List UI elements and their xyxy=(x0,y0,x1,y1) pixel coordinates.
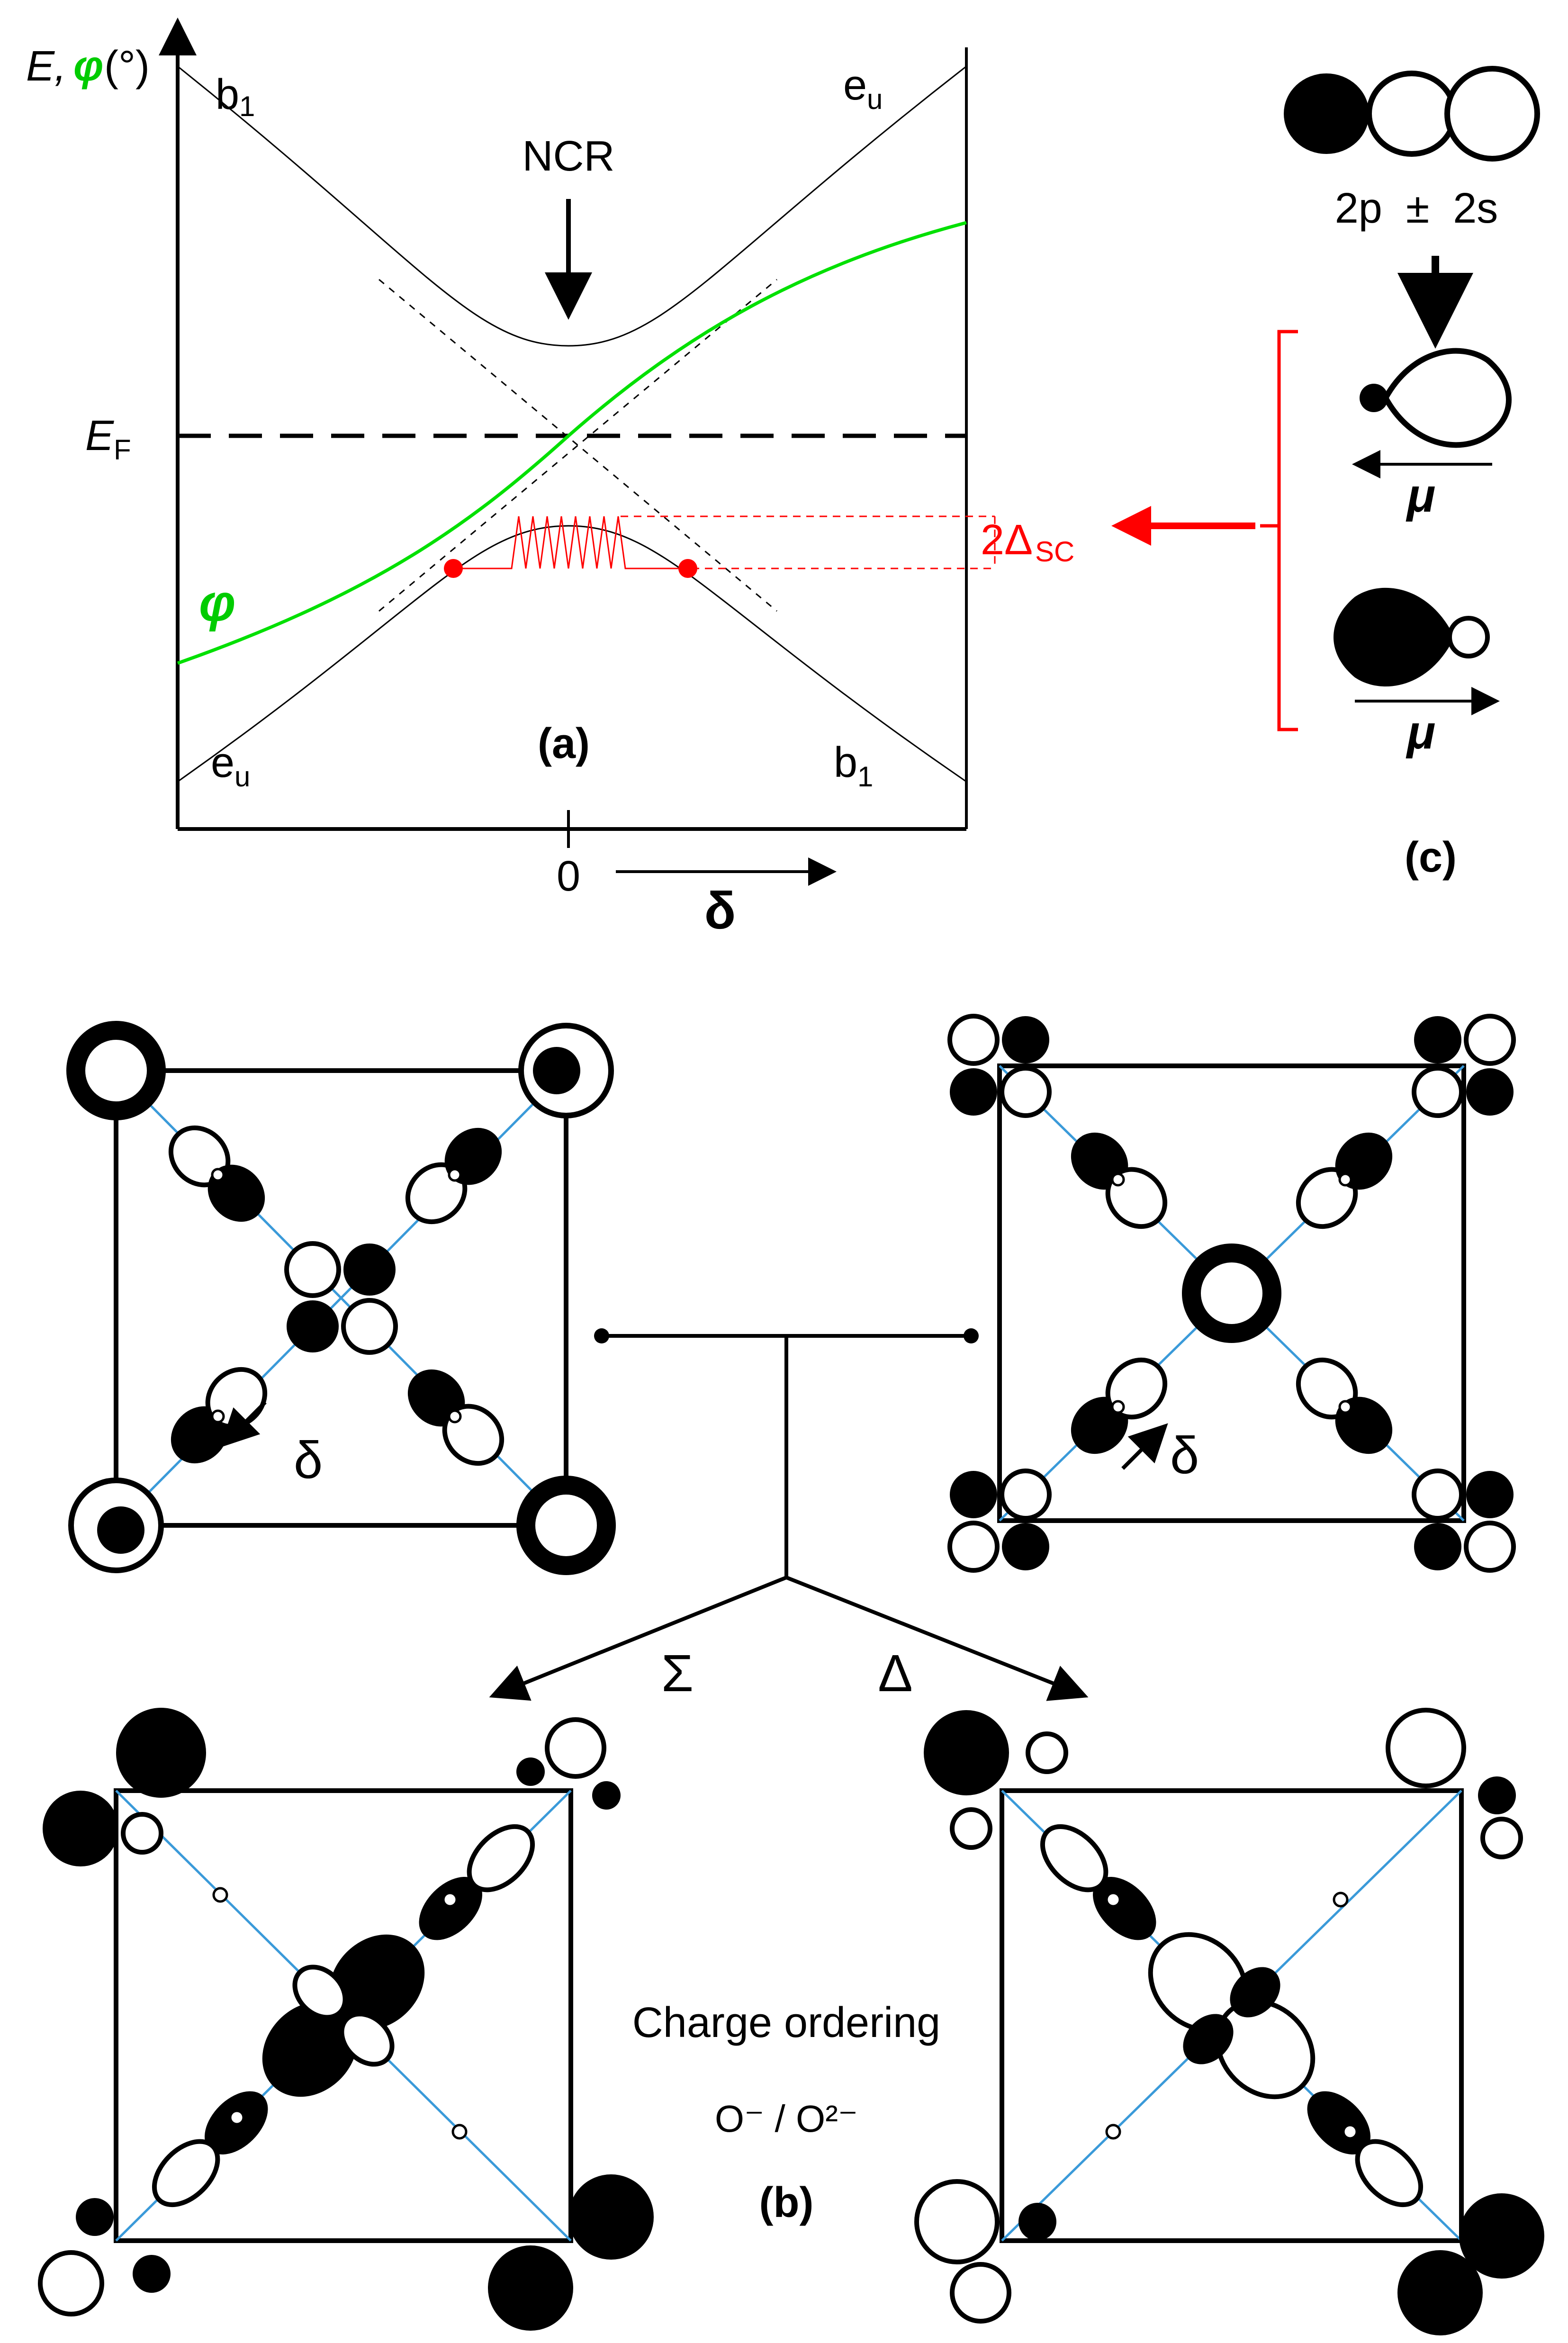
label-top-left-sub: 1 xyxy=(239,90,255,122)
charge-ordering-label: Charge ordering xyxy=(632,1999,940,2046)
lattice-top-left: δ xyxy=(66,1021,616,1575)
electron-dot-right xyxy=(678,559,697,578)
orbital-label: 2p ± 2s xyxy=(1335,185,1498,232)
panel-a-label: (a) xyxy=(538,720,590,767)
x-zero-label: 0 xyxy=(557,853,580,900)
oxidation-label: O⁻ / O²⁻ xyxy=(715,2098,858,2140)
label-bottom-left: e xyxy=(211,739,234,786)
label-bottom-right: b xyxy=(834,739,857,786)
phi-curve-label: φ xyxy=(199,574,235,632)
fermi-label: E xyxy=(85,412,114,460)
lattice-bottom-right xyxy=(914,1708,1544,2335)
panel-a-energy-diagram: E, φ (°) E F b 1 e u e u b 1 NCR φ 2Δ SC… xyxy=(26,18,1074,940)
hybrid-orbital-upper-icon xyxy=(1360,348,1512,448)
label-top-right-sub: u xyxy=(867,83,883,115)
s-orbital-icon xyxy=(1444,66,1540,162)
mu-label-lower: μ xyxy=(1406,706,1435,759)
panel-b-label: (b) xyxy=(759,2179,814,2226)
y-axis-label-unit: (°) xyxy=(104,43,150,90)
delta-arrow-left xyxy=(220,1401,267,1448)
hybrid-orbital-lower-icon xyxy=(1334,587,1490,687)
p-orbital-icon xyxy=(1284,71,1457,157)
delta-label-left: δ xyxy=(294,1431,323,1489)
delta-branch-label: Δ xyxy=(878,1644,912,1703)
panel-c-label: (c) xyxy=(1405,834,1457,881)
delta-arrow-right xyxy=(1121,1423,1168,1470)
mu-label-upper: μ xyxy=(1406,469,1435,522)
x-axis-label: δ xyxy=(704,882,736,940)
delta-label-right: δ xyxy=(1170,1426,1199,1485)
cooper-pair-spring xyxy=(455,516,687,569)
gap-label-sub: SC xyxy=(1035,536,1074,568)
gap-label: 2Δ xyxy=(981,516,1033,564)
label-top-right: e xyxy=(843,62,867,109)
branch-connector xyxy=(489,1328,1089,1701)
phi-curve xyxy=(177,221,967,665)
upper-band-curve xyxy=(177,65,967,347)
label-top-left: b xyxy=(216,71,239,118)
electron-dot-left xyxy=(444,559,463,578)
y-axis-label-e: E, xyxy=(26,43,66,90)
y-axis-label-phi: φ xyxy=(73,43,103,90)
panel-c-orbital-hybrid: 2p ± 2s μ μ (c) xyxy=(1111,66,1540,881)
fermi-label-sub: F xyxy=(114,434,131,466)
lower-band-curve xyxy=(177,525,967,783)
label-bottom-left-sub: u xyxy=(234,761,250,793)
lattice-top-right: δ xyxy=(947,1014,1516,1573)
label-bottom-right-sub: 1 xyxy=(857,761,873,793)
ncr-label: NCR xyxy=(523,133,615,180)
lattice-bottom-left xyxy=(38,1708,654,2331)
red-brace xyxy=(1260,330,1298,731)
sigma-label: Σ xyxy=(661,1644,694,1703)
panel-b-lattice-diagrams: δ δ xyxy=(38,1014,1544,2335)
